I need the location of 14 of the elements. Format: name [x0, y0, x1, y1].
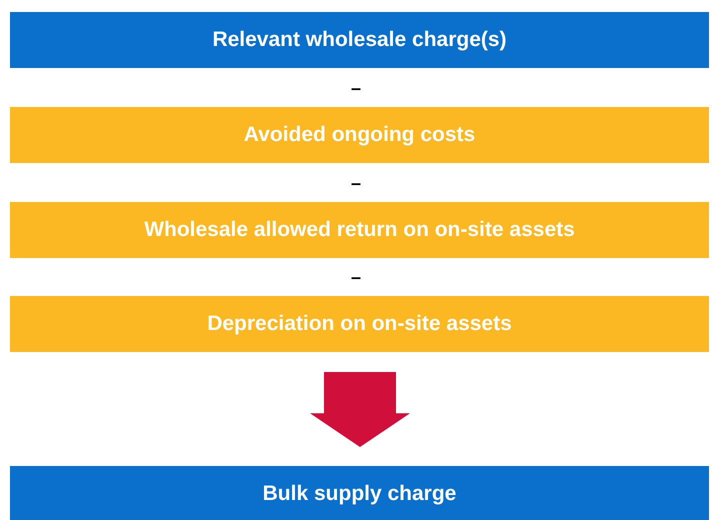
bar-text: Relevant wholesale charge(s) [212, 27, 507, 54]
minus-sign: – [350, 78, 361, 98]
bar-text: Bulk supply charge [262, 481, 456, 508]
formula-bar [10, 12, 709, 68]
bar-text: Depreciation on on-site assets [207, 311, 512, 338]
formula-bar [10, 107, 709, 163]
formula-bar [10, 202, 709, 258]
down-arrow [310, 372, 410, 447]
bar-text: Avoided ongoing costs [244, 122, 476, 148]
minus-sign: – [350, 173, 361, 193]
minus-sign: – [350, 267, 361, 287]
formula-bar [10, 466, 709, 520]
formula-bar [10, 296, 709, 352]
bar-text: Wholesale allowed return on on-site assets [144, 217, 575, 244]
